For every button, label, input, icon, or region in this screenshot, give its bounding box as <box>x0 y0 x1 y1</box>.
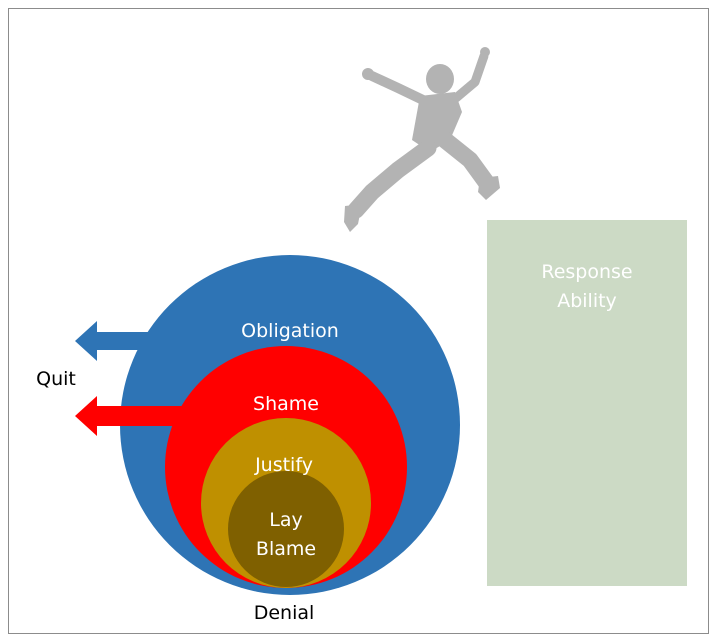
lay-blame-circle <box>228 471 344 587</box>
jumping-person-icon <box>344 47 500 232</box>
lay-label: Lay <box>269 509 302 531</box>
response-ability-label: Response Ability <box>487 258 687 316</box>
denial-label: Denial <box>254 602 315 624</box>
ability-label: Ability <box>557 290 617 312</box>
response-label: Response <box>541 261 633 283</box>
response-ability-box: Response Ability <box>487 220 687 586</box>
justify-label: Justify <box>254 454 313 476</box>
quit-label: Quit <box>36 368 76 390</box>
obligation-label: Obligation <box>241 320 339 342</box>
blame-label: Blame <box>256 538 316 560</box>
shame-label: Shame <box>253 393 319 415</box>
left-arrow-icon <box>75 396 182 436</box>
left-arrow-icon <box>75 321 153 361</box>
